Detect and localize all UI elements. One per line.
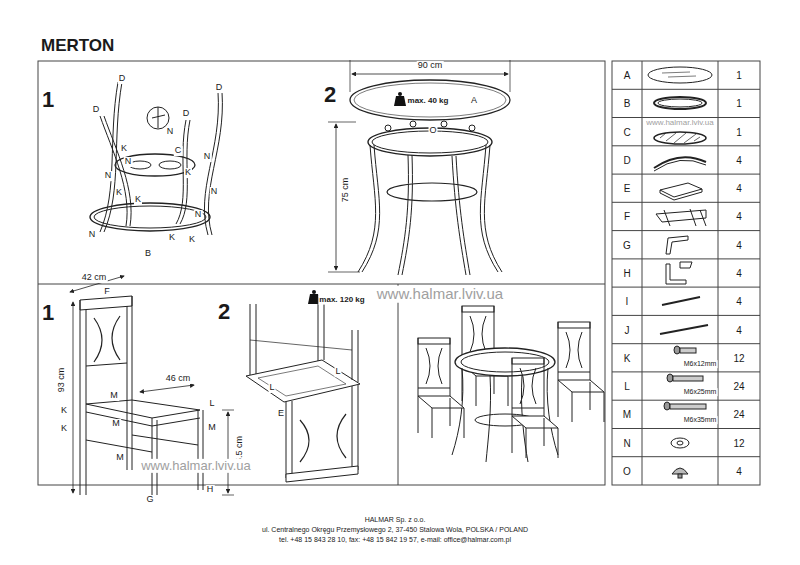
dimension: 42 cm [81,273,108,283]
table-cell: 1 [735,126,743,137]
part-letter: K [184,168,192,178]
step-number: 2 [217,300,231,324]
part-letter: H [206,485,215,495]
footer-text: HALMAR Sp. z o.o. [364,516,427,524]
step-number: 2 [323,83,337,107]
part-letter: K [168,233,176,243]
table-cell: B [623,98,632,109]
table-cell: 4 [735,465,743,476]
part-letter: E [277,409,285,419]
table-cell: 12 [732,352,745,363]
table-cell: I [625,296,630,307]
watermark: www.halmar.lviv.ua [140,459,252,473]
table-cell: 4 [735,154,743,165]
part-letter: L [208,399,215,409]
table-cell: M [622,409,632,420]
part-letter: F [103,287,111,297]
footer-text: tel. +48 15 843 28 10, fax: +48 15 842 1… [278,536,512,544]
part-letter: A [470,96,478,106]
table-cell: 4 [735,268,743,279]
table-cell: 1 [735,70,743,81]
part-letter: K [134,195,142,205]
load-note: max. 120 kg [318,296,365,305]
part-letter: B [144,249,152,259]
dimension: 93 cm [57,367,67,394]
table-cell: 24 [732,409,745,420]
part-letter: O [428,126,437,136]
part-letter: N [124,157,133,167]
table-cell: A [623,70,632,81]
part-letter: K [115,188,123,198]
table-cell: F [623,211,631,222]
part-letter: N [203,152,212,162]
table-cell: N [622,437,631,448]
part-letter: M [207,423,217,433]
part-letter: N [166,127,175,137]
part-letter: G [145,495,154,505]
part-letter: D [182,109,191,119]
part-letter: K [60,424,68,434]
part-letter: D [118,74,127,84]
table-cell: C [622,126,631,137]
table-cell: 4 [735,183,743,194]
bolt-size: M6x12mm [683,360,718,368]
table-cell: J [624,324,631,335]
table-cell: 4 [735,296,743,307]
step-number: 1 [41,301,55,325]
sheet-title: MERTON [40,37,115,56]
part-letter: D [215,83,224,93]
bolt-size: M6x35mm [683,416,718,424]
dimension: 75 cm [341,177,351,204]
table-cell: 4 [735,324,743,335]
part-letter: N [194,210,203,220]
table-cell: O [622,465,632,476]
table-cell: G [622,239,632,250]
part-letter: K [60,406,68,416]
load-note: max. 40 kg [407,97,450,106]
part-letter: M [115,453,125,463]
part-letter: N [104,171,113,181]
part-letter: M [109,391,119,401]
table-cell: D [622,154,631,165]
part-letter: M [111,419,121,429]
part-letter: K [188,235,196,245]
dimension: 90 cm [417,61,444,71]
table-cell: L [623,381,631,392]
watermark: www.halmar.lviv.ua [645,119,714,128]
bolt-size: M6x25mm [683,388,718,396]
table-cell: H [622,268,631,279]
part-letter: N [88,230,97,240]
table-cell: 4 [735,239,743,250]
table-cell: E [623,183,632,194]
part-letter: L [268,383,275,393]
footer-text: ul. Centralnego Okręgu Przemysłowego 2, … [261,526,529,534]
dimension: 46 cm [165,374,192,384]
part-letter: C [174,146,183,156]
table-cell: 12 [732,437,745,448]
table-cell: 4 [735,211,743,222]
part-letter: L [334,367,341,377]
part-letter: N [210,187,219,197]
table-cell: K [623,352,632,363]
watermark: www.halmar.lviv.ua [376,286,504,303]
table-cell: 1 [735,98,743,109]
part-letter: D [92,105,101,115]
step-number: 1 [41,88,55,112]
part-letter: K [120,144,128,154]
table-cell: 24 [732,381,745,392]
